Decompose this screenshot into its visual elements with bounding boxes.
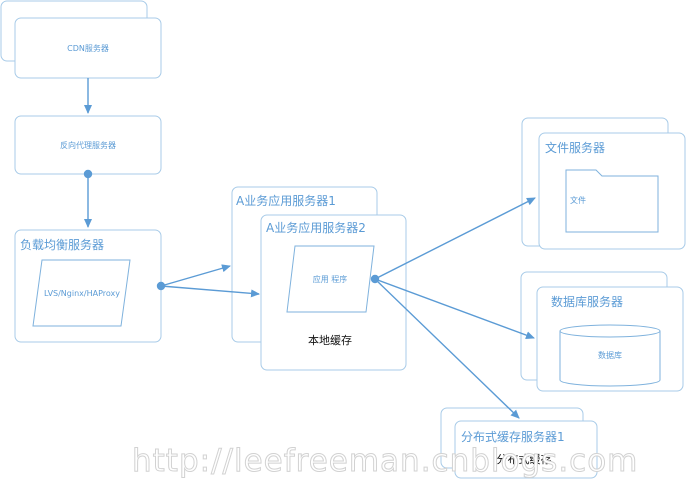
file-server-node: 文件服务器 文件 [521,117,686,250]
distributed-cache-label: 分布式缓存 [497,452,552,466]
edges [83,78,536,419]
application-program-shape [286,245,375,313]
cdn-server-node: CDN服务器 [0,0,162,79]
edge-program-to-file [374,197,536,280]
folder-icon [565,169,659,233]
database-server-node: 数据库服务器 数据库 [520,271,684,392]
reverse-proxy-label: 反向代理服务器 [60,140,116,150]
reverse-proxy-node: 反向代理服务器 [14,115,162,175]
edge-program-to-cache [374,278,520,419]
load-balancer-software-label: LVS/Nginx/HAProxy [44,289,120,298]
edge-balancer-to-app2 [160,285,260,298]
app-server-1-label: A业务应用服务器1 [236,193,336,208]
database-label: 数据库 [598,350,622,360]
app-server-2-node: A业务应用服务器2 应用 程序 本地缓存 [260,214,407,371]
database-cylinder-icon [559,324,661,387]
cdn-server-label: CDN服务器 [67,43,109,53]
app-server-2-label: A业务应用服务器2 [266,220,366,235]
edge-balancer-to-app1 [160,264,231,287]
watermark: http://leefreeman.cnblogs.com [132,443,638,479]
edge-program-to-database [374,278,535,339]
load-balancer-node: 负载均衡服务器 LVS/Nginx/HAProxy [14,229,162,343]
file-server-label: 文件服务器 [545,140,605,155]
folder-label: 文件 [570,195,586,205]
load-balancer-software-shape [32,259,131,327]
cache-server-label: 分布式缓存服务器1 [461,429,565,444]
database-server-label: 数据库服务器 [551,294,623,309]
application-program-label: 应用 程序 [313,274,348,284]
cache-server-node: 分布式缓存服务器1 分布式缓存 [440,407,598,479]
local-cache-label: 本地缓存 [308,333,352,347]
load-balancer-label: 负载均衡服务器 [20,237,104,252]
